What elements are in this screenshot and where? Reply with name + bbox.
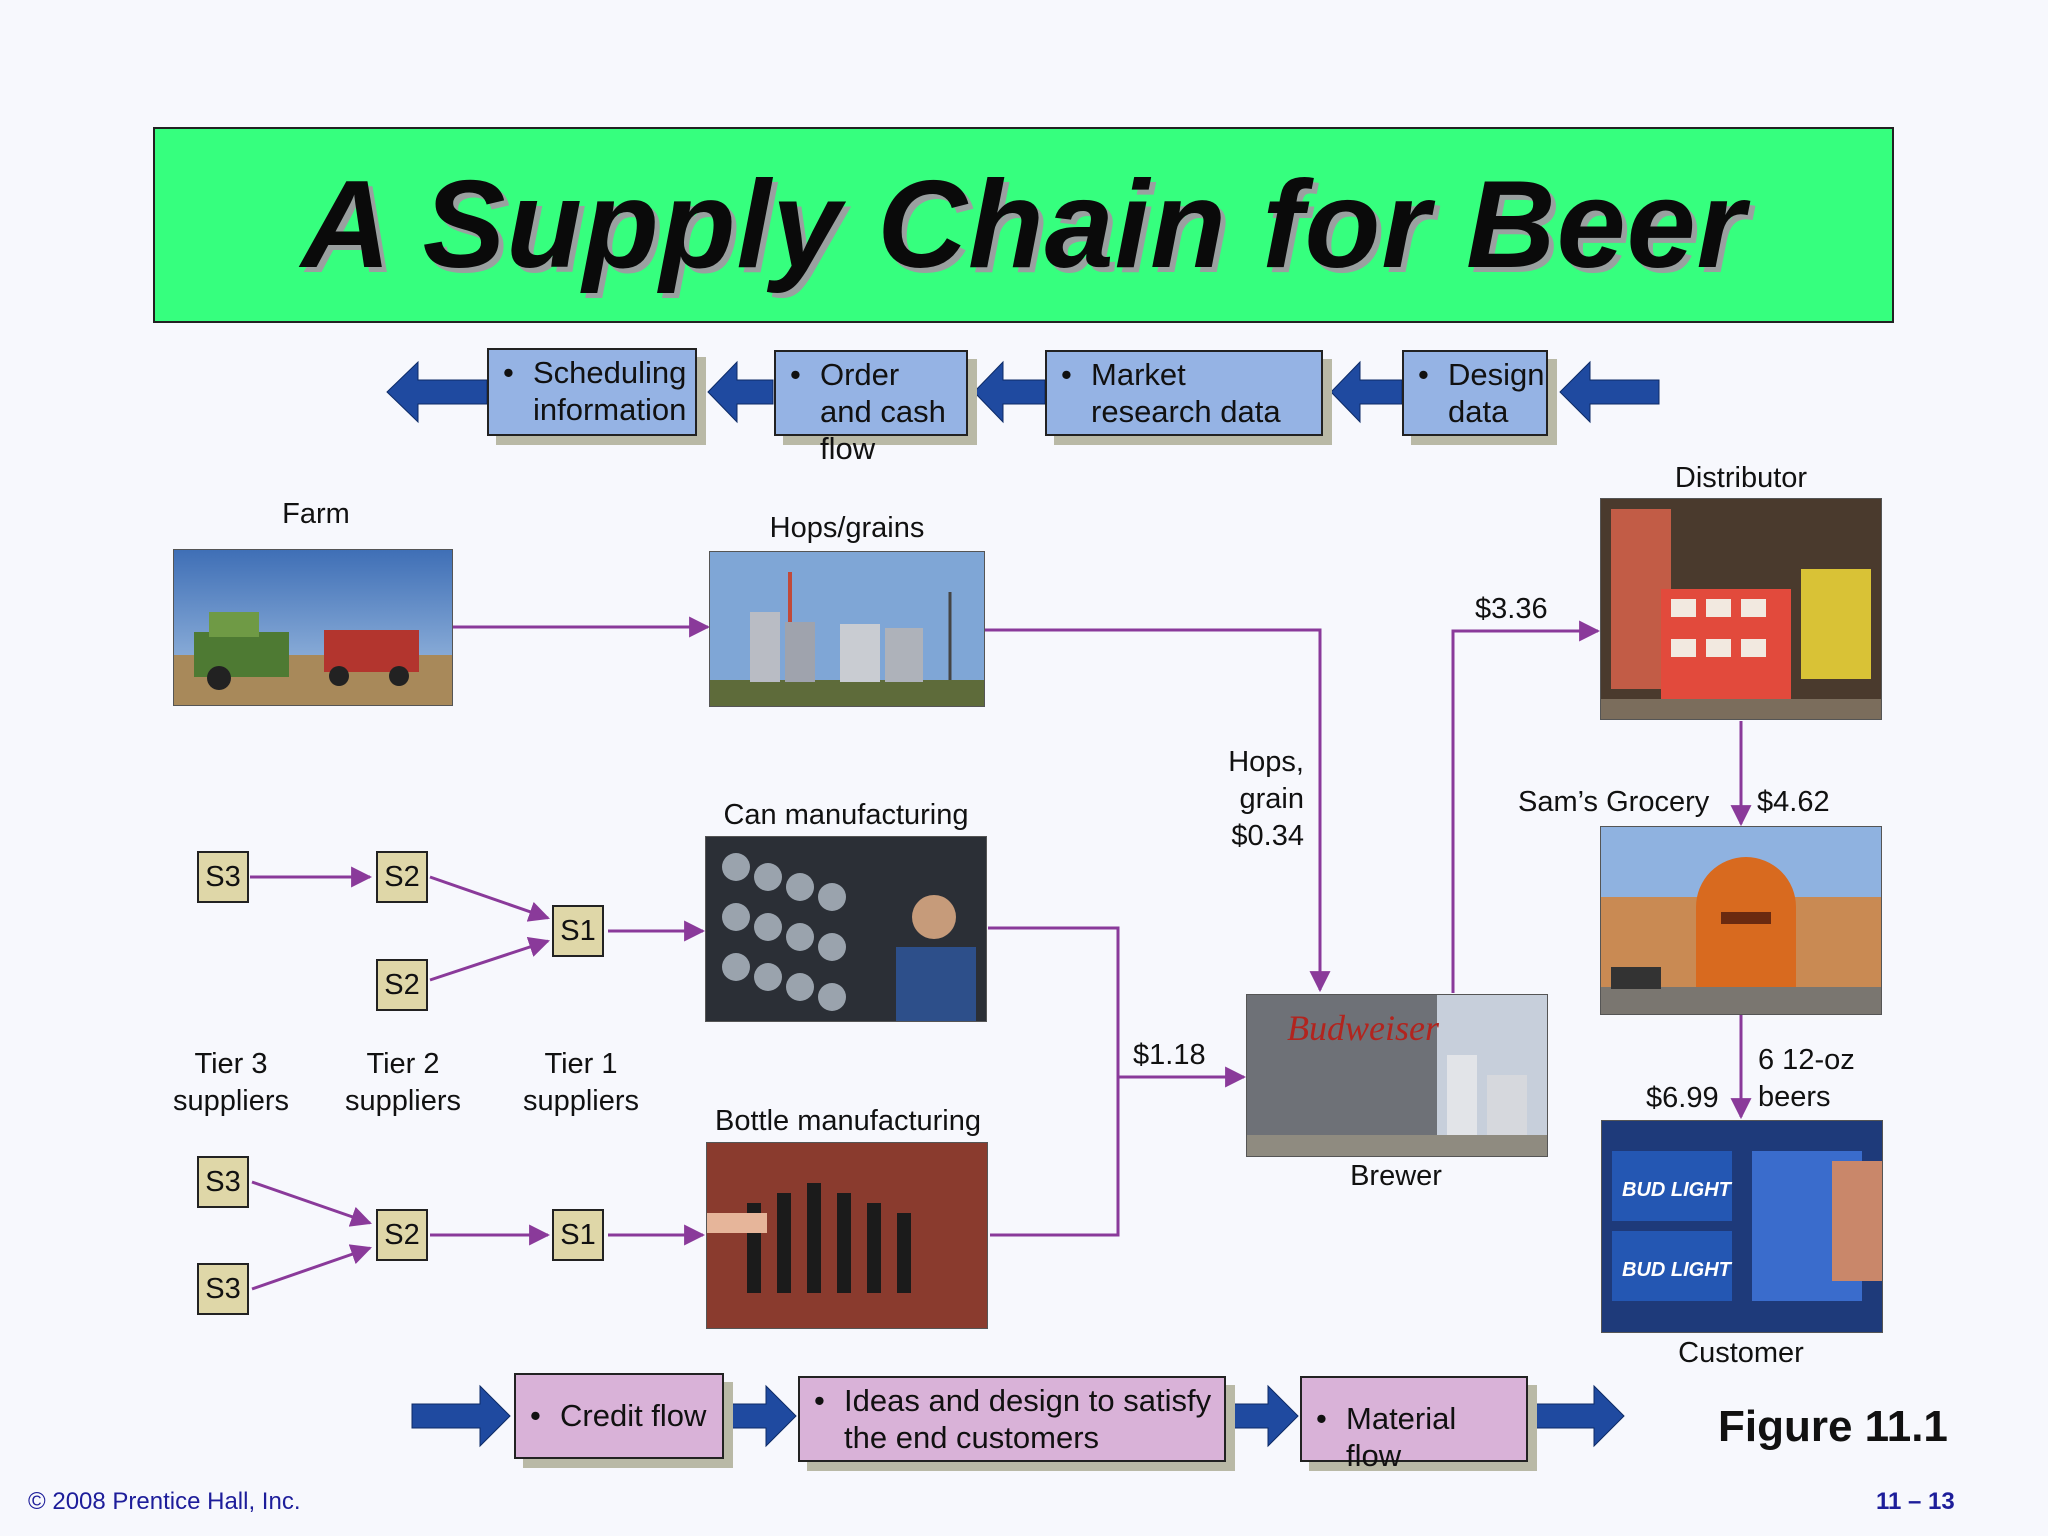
distributor-photo bbox=[1600, 498, 1882, 720]
bottle-manufacturing-photo bbox=[706, 1142, 988, 1329]
beers-note: 6 12-oz beers bbox=[1758, 1042, 1855, 1116]
bottom-box-text: Credit flow bbox=[560, 1398, 707, 1433]
beers-line2: beers bbox=[1758, 1081, 1831, 1113]
tier2-line1: Tier 2 bbox=[366, 1048, 440, 1080]
info-box-text: Market research data bbox=[1091, 357, 1281, 429]
bottom-box-credit: • Credit flow bbox=[514, 1373, 724, 1459]
svg-text:BUD LIGHT: BUD LIGHT bbox=[1622, 1259, 1733, 1281]
info-box-text: Scheduling information bbox=[533, 355, 687, 427]
label-farm: Farm bbox=[282, 498, 350, 530]
beers-line1: 6 12-oz bbox=[1758, 1044, 1855, 1076]
grocery-photo bbox=[1600, 826, 1882, 1015]
connector-can-brewer bbox=[988, 926, 1120, 1237]
label-can-manufacturing: Can manufacturing bbox=[723, 799, 969, 831]
label-distributor: Distributor bbox=[1674, 462, 1808, 494]
bullet: • bbox=[1316, 1401, 1327, 1436]
connector-s2b-s1-can bbox=[429, 936, 550, 982]
figure-label: Figure 11.1 bbox=[1718, 1402, 1948, 1451]
bottom-box-material: • Material flow bbox=[1300, 1376, 1528, 1473]
bullet: • bbox=[1418, 357, 1429, 392]
info-box-market-research: • Market research data bbox=[1045, 350, 1323, 436]
info-box-text: Order and cash flow bbox=[820, 357, 946, 466]
supplier-s1-bottle: S1 bbox=[552, 1209, 604, 1261]
label-hops-grains: Hops/grains bbox=[769, 512, 925, 544]
supplier-s2-can-a: S2 bbox=[376, 851, 428, 903]
bottom-box-ideas: • Ideas and design to satisfy the end cu… bbox=[798, 1376, 1226, 1462]
tier3-line1: Tier 3 bbox=[194, 1048, 268, 1080]
price-distributor: $3.36 bbox=[1475, 593, 1548, 625]
supplier-s3-can: S3 bbox=[197, 851, 249, 903]
price-containers: $1.18 bbox=[1133, 1039, 1206, 1071]
supplier-s2-can-b: S2 bbox=[376, 959, 428, 1011]
page-number: 11 – 13 bbox=[1876, 1488, 1955, 1515]
hops-grains-photo bbox=[709, 551, 985, 707]
material-arrow-right-4 bbox=[1527, 1384, 1625, 1448]
farm-photo bbox=[173, 549, 453, 706]
info-box-text: Design data bbox=[1448, 357, 1545, 429]
bullet: • bbox=[790, 357, 801, 392]
label-brewer: Brewer bbox=[1350, 1160, 1442, 1192]
connector-s2a-s1-can bbox=[429, 875, 550, 922]
tier3-line2: suppliers bbox=[172, 1085, 290, 1117]
bullet: • bbox=[1061, 357, 1072, 392]
connector-s3b-s2-bottle bbox=[251, 1244, 372, 1291]
price-hops-line3: $0.34 bbox=[1231, 820, 1304, 852]
supplier-s3-bottle-a: S3 bbox=[197, 1156, 249, 1208]
page-title: A Supply Chain for Beer bbox=[301, 156, 1746, 294]
price-hops-line2: grain bbox=[1239, 783, 1305, 815]
material-arrow-right-1 bbox=[411, 1384, 511, 1448]
customer-photo: BUD LIGHT BUD LIGHT bbox=[1601, 1120, 1883, 1333]
price-hops-grain: Hops, grain $0.34 bbox=[1222, 744, 1304, 855]
tier1-line1: Tier 1 bbox=[544, 1048, 618, 1080]
bullet: • bbox=[530, 1398, 541, 1433]
material-arrow-right-2 bbox=[725, 1384, 797, 1448]
bullet: • bbox=[503, 355, 514, 390]
connector-s3a-s2-bottle bbox=[251, 1180, 372, 1227]
price-customer: $6.99 bbox=[1646, 1082, 1719, 1114]
tier2-label: Tier 2 suppliers bbox=[332, 1046, 474, 1120]
info-box-scheduling: • Scheduling information bbox=[487, 348, 697, 436]
svg-text:BUD LIGHT: BUD LIGHT bbox=[1622, 1179, 1733, 1201]
price-hops-line1: Hops, bbox=[1228, 746, 1304, 778]
bottom-box-text: Material flow bbox=[1346, 1401, 1457, 1473]
connector-brewer-distributor bbox=[1451, 620, 1601, 993]
copyright: © 2008 Prentice Hall, Inc. bbox=[28, 1488, 301, 1515]
info-arrow-left-4 bbox=[1330, 360, 1403, 424]
info-box-design: • Design data bbox=[1402, 350, 1548, 436]
label-customer: Customer bbox=[1678, 1337, 1804, 1369]
material-arrow-right-3 bbox=[1225, 1384, 1299, 1448]
bottom-box-text: Ideas and design to satisfy the end cust… bbox=[844, 1383, 1212, 1455]
label-bottle-manufacturing: Bottle manufacturing bbox=[715, 1105, 981, 1137]
price-grocery: $4.62 bbox=[1757, 786, 1830, 818]
connector-hops-brewer bbox=[985, 628, 1331, 993]
tier1-label: Tier 1 suppliers bbox=[510, 1046, 652, 1120]
label-grocery: Sam’s Grocery bbox=[1518, 786, 1710, 818]
bullet: • bbox=[814, 1383, 825, 1418]
tier3-label: Tier 3 suppliers bbox=[160, 1046, 302, 1120]
title-banner: A Supply Chain for Beer bbox=[153, 127, 1894, 323]
tier1-line2: suppliers bbox=[522, 1085, 640, 1117]
info-arrow-left-1 bbox=[386, 360, 488, 424]
info-arrow-left-5 bbox=[1559, 360, 1660, 424]
supplier-s3-bottle-b: S3 bbox=[197, 1263, 249, 1315]
brewer-photo: Budweiser bbox=[1246, 994, 1548, 1157]
supplier-s2-bottle: S2 bbox=[376, 1209, 428, 1261]
info-arrow-left-2 bbox=[707, 360, 774, 424]
info-arrow-left-3 bbox=[973, 360, 1046, 424]
svg-text:Budweiser: Budweiser bbox=[1287, 1008, 1440, 1048]
tier2-line2: suppliers bbox=[344, 1085, 462, 1117]
supplier-s1-can: S1 bbox=[552, 905, 604, 957]
can-manufacturing-photo bbox=[705, 836, 987, 1022]
info-box-order-cash: • Order and cash flow bbox=[774, 350, 968, 466]
